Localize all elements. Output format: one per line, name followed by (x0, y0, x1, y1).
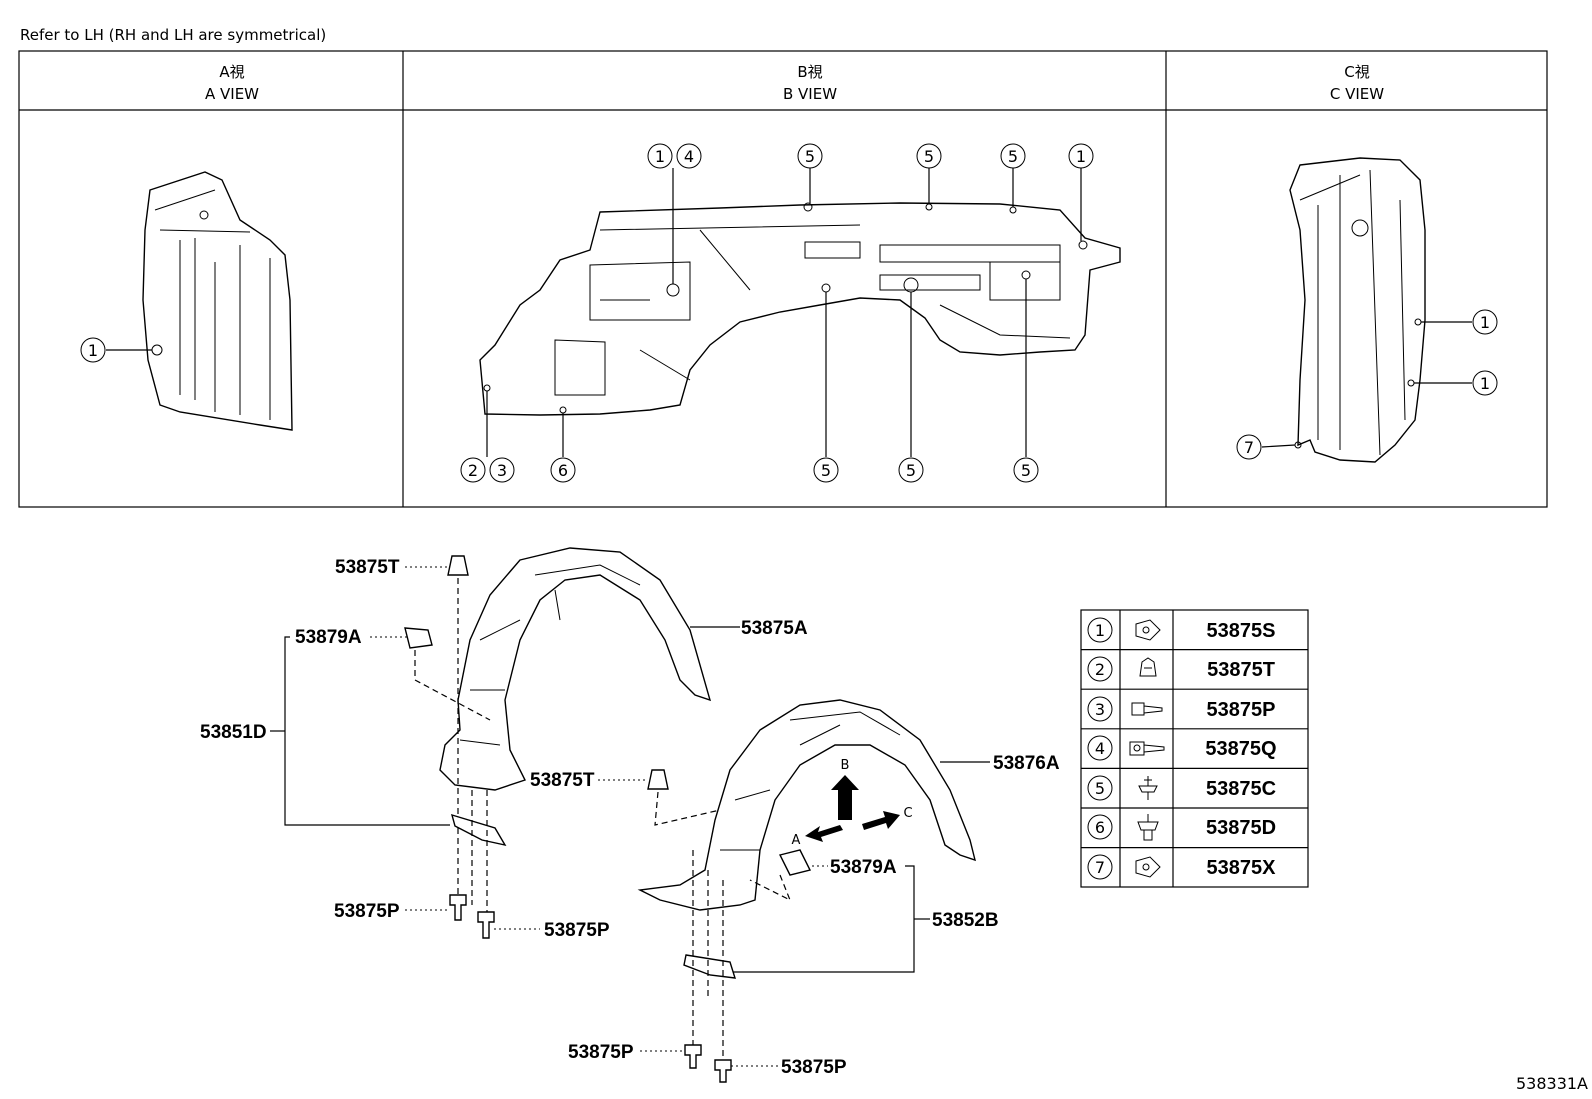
b-callout-5f: 5 (1021, 461, 1031, 480)
legend-num-2: 2 (1095, 660, 1105, 679)
legend-part-7: 53875X (1207, 857, 1277, 879)
view-b-en: B VIEW (783, 85, 837, 103)
view-c-jp: C視 (1344, 63, 1369, 81)
part-53876A: 53876A (993, 753, 1060, 774)
b-callout-2: 2 (468, 461, 478, 480)
legend-part-5: 53875C (1206, 778, 1276, 800)
c-callout-7: 7 (1244, 438, 1254, 457)
view-b-jp: B視 (797, 63, 822, 81)
b-callout-4: 4 (684, 147, 694, 166)
part-53875A: 53875A (741, 618, 808, 639)
arrow-c-label: C (903, 806, 912, 821)
legend-num-4: 4 (1095, 739, 1105, 758)
view-c-en: C VIEW (1330, 85, 1384, 103)
a-callout-1: 1 (88, 341, 98, 360)
b-callout-1a: 1 (655, 147, 665, 166)
arrow-a-label: A (792, 833, 801, 848)
part-53875P-left2: 53875P (544, 920, 610, 941)
fastener-legend: 1 53875S 2 53875T 3 53875P 4 53875Q 5 53… (1080, 609, 1309, 888)
push-clip-icon (1138, 776, 1158, 800)
clip-icon (1135, 619, 1161, 641)
part-53875T-mid: 53875T (530, 770, 595, 791)
b-callout-1b: 1 (1076, 147, 1086, 166)
part-53852B: 53852B (932, 910, 999, 931)
legend-num-7: 7 (1095, 858, 1105, 877)
part-53875T-top: 53875T (335, 557, 400, 578)
b-callout-6: 6 (558, 461, 568, 480)
view-table: A視 A VIEW B視 B VIEW C視 C VIEW (18, 50, 1548, 508)
front-liner-assembly: 53875T 53879A 53875A 53851D 53875P 53875… (200, 547, 808, 941)
arrow-b-icon (831, 775, 859, 820)
part-53875P-left1: 53875P (334, 901, 400, 922)
fastener-icon (1137, 814, 1159, 841)
part-53879A-right: 53879A (830, 857, 897, 878)
reference-note: Refer to LH (RH and LH are symmetrical) (20, 26, 327, 44)
legend-part-6: 53875D (1206, 817, 1276, 839)
arrow-b-label: B (841, 758, 850, 773)
screw-icon (1131, 702, 1163, 716)
legend-part-1: 53875S (1207, 620, 1276, 642)
legend-part-2: 53875T (1207, 659, 1275, 681)
bolt-icon (1129, 741, 1165, 756)
legend-part-4: 53875Q (1205, 738, 1276, 760)
view-a-en: A VIEW (205, 85, 259, 103)
clip-icon (1135, 856, 1161, 878)
b-callout-5c: 5 (1008, 147, 1018, 166)
b-callout-3: 3 (497, 461, 507, 480)
part-53879A-left: 53879A (295, 627, 362, 648)
legend-num-1: 1 (1095, 621, 1105, 640)
b-view-liner: 1 4 5 5 5 1 2 3 6 5 5 5 (460, 143, 1121, 483)
part-53875P-right2: 53875P (781, 1057, 847, 1078)
b-callout-5a: 5 (805, 147, 815, 166)
nut-clip-icon (1139, 657, 1157, 677)
part-53875P-right1: 53875P (568, 1042, 634, 1063)
b-callout-5d: 5 (821, 461, 831, 480)
rear-liner-assembly: B A C 53875T 53876A 53879A 53852B 53875P… (530, 699, 1060, 1083)
b-callout-5b: 5 (924, 147, 934, 166)
arrow-a-icon (805, 825, 843, 842)
view-a-jp: A視 (219, 63, 244, 81)
legend-num-3: 3 (1095, 700, 1105, 719)
c-callout-1b: 1 (1480, 374, 1490, 393)
b-callout-5e: 5 (906, 461, 916, 480)
legend-num-6: 6 (1095, 818, 1105, 837)
document-number: 538331A (1515, 1074, 1588, 1093)
c-view-liner: 1 1 7 (1236, 157, 1498, 463)
arrow-c-icon (862, 811, 900, 830)
c-callout-1a: 1 (1480, 313, 1490, 332)
legend-num-5: 5 (1095, 779, 1105, 798)
part-53851D: 53851D (200, 722, 267, 743)
a-view-liner: 1 (80, 171, 293, 431)
legend-part-3: 53875P (1207, 699, 1276, 721)
